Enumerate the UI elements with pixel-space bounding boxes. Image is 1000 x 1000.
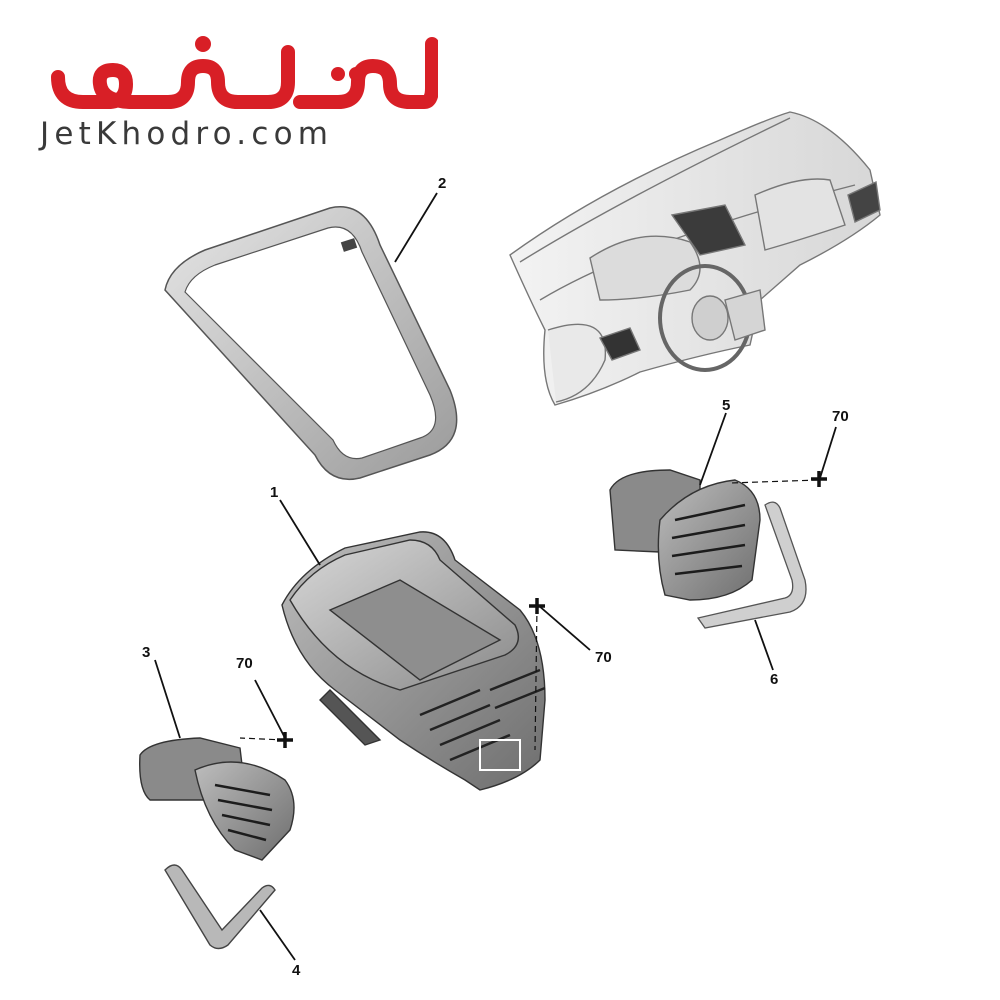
part-2-bezel-frame xyxy=(164,206,458,480)
part-3-left-side-vent xyxy=(139,737,295,861)
callout-1: 1 xyxy=(270,484,278,501)
callout-2: 2 xyxy=(438,175,446,192)
callout-4: 4 xyxy=(292,962,301,979)
callout-labels: 1 2 3 4 5 6 70 70 70 xyxy=(142,175,849,979)
leader-lines xyxy=(154,192,837,961)
callout-70-center: 70 xyxy=(595,649,612,666)
screw-icon xyxy=(277,732,293,748)
brand-website: JetKhodro.com xyxy=(40,116,334,152)
screw-icon xyxy=(529,598,545,614)
callout-6: 6 xyxy=(770,671,778,688)
brand-logo-persian xyxy=(51,36,438,109)
dashboard-overview xyxy=(509,111,881,406)
part-1-center-vent-housing xyxy=(281,531,546,791)
callout-70-right: 70 xyxy=(832,408,849,425)
part-6-right-vent-trim xyxy=(696,501,807,629)
part-5-right-side-vent xyxy=(609,469,761,601)
callout-70-left: 70 xyxy=(236,655,253,672)
screw-markers xyxy=(277,471,827,748)
callout-5: 5 xyxy=(722,397,730,414)
part-4-left-vent-trim xyxy=(164,864,276,950)
callout-3: 3 xyxy=(142,644,150,661)
screw-icon xyxy=(811,471,827,487)
